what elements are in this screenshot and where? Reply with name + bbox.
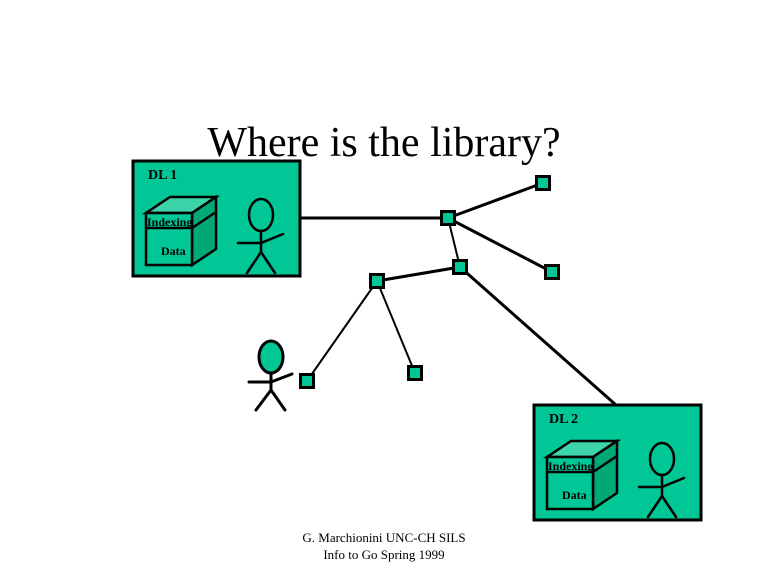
network-node-bottom-left[interactable] [299,373,315,389]
dl1-label: DL 1 [148,168,177,183]
dl1-database-cube: Indexing Data [141,194,221,268]
dl2-label: DL 2 [549,412,578,427]
dl2-cube-bottom-label: Data [562,488,587,502]
network-links [300,181,617,407]
network-node-bottom-mid[interactable] [407,365,423,381]
standalone-user-figure[interactable] [247,339,294,412]
dl2-cube-front-face [545,455,595,511]
link-hub-to-top-right [447,181,544,220]
dl1-user-leg-right [259,250,277,275]
dl2-user-figure [637,441,686,519]
dl2-cube-divider-side [592,454,618,474]
dl1-user-head-icon [247,197,275,233]
dl2-user-leg-left [646,494,664,519]
link-left-mid-to-bottom-mid [376,280,416,374]
dl1-user-figure [236,197,285,275]
dl2-database-cube: Indexing Data [542,438,622,512]
network-node-mid[interactable] [452,259,468,275]
standalone-user-leg-left [254,388,273,412]
network-node-left-mid[interactable] [369,273,385,289]
link-mid-to-dl2 [459,265,617,407]
link-hub-to-right [447,216,553,274]
dl1-cube-front-face [144,211,194,267]
standalone-user-leg-right [269,388,287,412]
slide-footer: G. Marchionini UNC-CH SILS Info to Go Sp… [0,529,768,563]
page-title: Where is the library? [207,120,561,167]
link-left-mid-to-bottom-left [306,280,378,382]
dl2-cube-top-label: Indexing [548,459,593,473]
network-nodes [299,175,560,389]
dl2-user-head-icon [648,441,676,477]
dl1-user-leg-left [245,250,263,275]
standalone-user-arm-right [269,372,294,384]
library-box-dl1[interactable]: DL 1 Indexing Data [131,159,302,278]
link-mid-to-left-mid [376,265,461,283]
link-hub-to-mid [447,217,461,268]
dl1-cube-bottom-label: Data [161,244,186,258]
library-box-dl2[interactable]: DL 2 Indexing Data [532,403,703,522]
dl1-cube-divider-side [191,210,217,230]
footer-author-line: G. Marchionini UNC-CH SILS [302,530,466,545]
footer-event-line: Info to Go Spring 1999 [323,547,445,562]
network-node-hub[interactable] [440,210,456,226]
dl1-user-arm-right [259,232,285,245]
standalone-user-head-icon [257,339,285,375]
dl2-user-leg-right [660,494,678,519]
dl1-cube-top-label: Indexing [147,215,192,229]
dl2-user-arm-right [660,476,686,489]
network-node-top-right[interactable] [535,175,551,191]
network-node-right[interactable] [544,264,560,280]
